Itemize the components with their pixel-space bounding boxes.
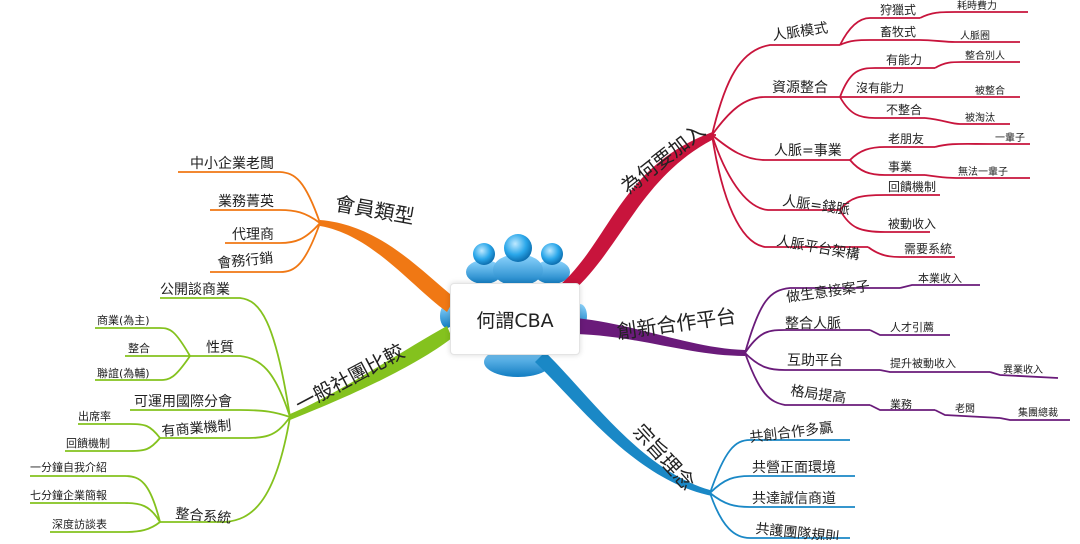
branch-why-join: [711, 11, 1030, 258]
branch-title-why-join: 為何要加入: [616, 118, 710, 198]
node-label: 共達誠信商道: [752, 491, 836, 507]
node-label: 共創合作多贏: [748, 419, 833, 446]
node-label: 人脈=事業: [774, 143, 842, 159]
branch-title-compare: 一般社團比較: [291, 339, 408, 417]
node-label: 一輩子: [995, 131, 1025, 144]
node-label: 人脈圈: [960, 29, 990, 42]
node-label: 老闆: [955, 402, 975, 415]
node-label: 性質: [206, 340, 234, 356]
node-label: 不整合: [886, 102, 922, 117]
node-label: 人脈模式: [771, 20, 829, 44]
node-label: 中小企業老闆: [190, 155, 274, 172]
node-label: 老朋友: [888, 132, 924, 146]
node-label: 做生意接案子: [785, 277, 871, 306]
compare-labels: 一般社團比較 公開談商業 性質 可運用國際分會 有商業機制 整合系統 商業(為主…: [30, 282, 408, 531]
node-label: 本業收入: [918, 271, 962, 285]
node-label: 人才引薦: [890, 320, 934, 334]
node-label: 被動收入: [888, 217, 936, 231]
node-label: 商業(為主): [97, 313, 150, 327]
branch-title-innovation: 創新合作平台: [615, 303, 737, 343]
node-label: 共營正面環境: [752, 460, 836, 476]
node-label: 會務行銷: [217, 250, 274, 272]
node-label: 集團總裁: [1018, 406, 1058, 419]
node-label: 回饋機制: [888, 179, 936, 194]
node-label: 畜牧式: [880, 24, 916, 39]
node-label: 資源整合: [772, 80, 828, 96]
node-label: 有商業機制: [161, 418, 232, 440]
node-label: 整合系統: [175, 506, 232, 527]
node-label: 提升被動收入: [890, 356, 956, 370]
node-label: 出席率: [78, 409, 111, 423]
node-label: 格局提高: [789, 382, 847, 407]
branch-principles: [709, 439, 855, 539]
node-label: 有能力: [886, 53, 922, 67]
node-label: 被整合: [975, 84, 1005, 97]
center-topic-label: 何謂CBA: [476, 309, 554, 332]
node-label: 整合人脈: [785, 316, 841, 332]
node-label: 無法一輩子: [958, 165, 1008, 178]
node-label: 業務: [890, 397, 912, 411]
node-label: 共護團隊規則: [755, 521, 840, 540]
node-label: 整合: [128, 341, 150, 355]
node-label: 狩獵式: [880, 2, 916, 17]
why-join-labels: 為何要加入 人脈模式 資源整合 人脈=事業 人脈=錢脈 人脈平台架構 狩獵式 畜…: [616, 0, 1025, 264]
node-label: 整合別人: [965, 49, 1005, 62]
node-label: 可運用國際分會: [134, 394, 232, 410]
node-label: 公開談商業: [160, 282, 230, 298]
node-label: 耗時費力: [957, 0, 997, 12]
node-label: 事業: [888, 160, 912, 174]
node-label: 一分鐘自我介紹: [30, 460, 107, 474]
node-label: 沒有能力: [856, 81, 904, 95]
node-label: 被淘汰: [965, 111, 995, 124]
node-label: 深度訪談表: [52, 517, 107, 531]
node-label: 代理商: [232, 227, 274, 243]
main-branches: [290, 131, 745, 496]
branch-compare: [30, 297, 291, 533]
node-label: 互助平台: [787, 353, 843, 369]
node-label: 回饋機制: [66, 436, 110, 450]
center-topic[interactable]: 何謂CBA: [450, 283, 580, 355]
node-label: 聯誼(為輔): [97, 366, 150, 380]
node-label: 七分鐘企業簡報: [30, 488, 107, 502]
branch-member-types: [178, 171, 321, 273]
node-label: 人脈=錢脈: [781, 192, 850, 218]
branch-title-member-types: 會員類型: [333, 191, 416, 229]
principles-labels: 宗旨理念 共創合作多贏 共營正面環境 共達誠信商道 共護團隊規則: [628, 419, 840, 544]
node-label: 業務菁英: [218, 193, 274, 210]
node-label: 人脈平台架構: [775, 233, 861, 263]
node-label: 異業收入: [1003, 363, 1043, 376]
branch-innovation: [744, 284, 1070, 421]
node-label: 需要系統: [904, 242, 952, 256]
